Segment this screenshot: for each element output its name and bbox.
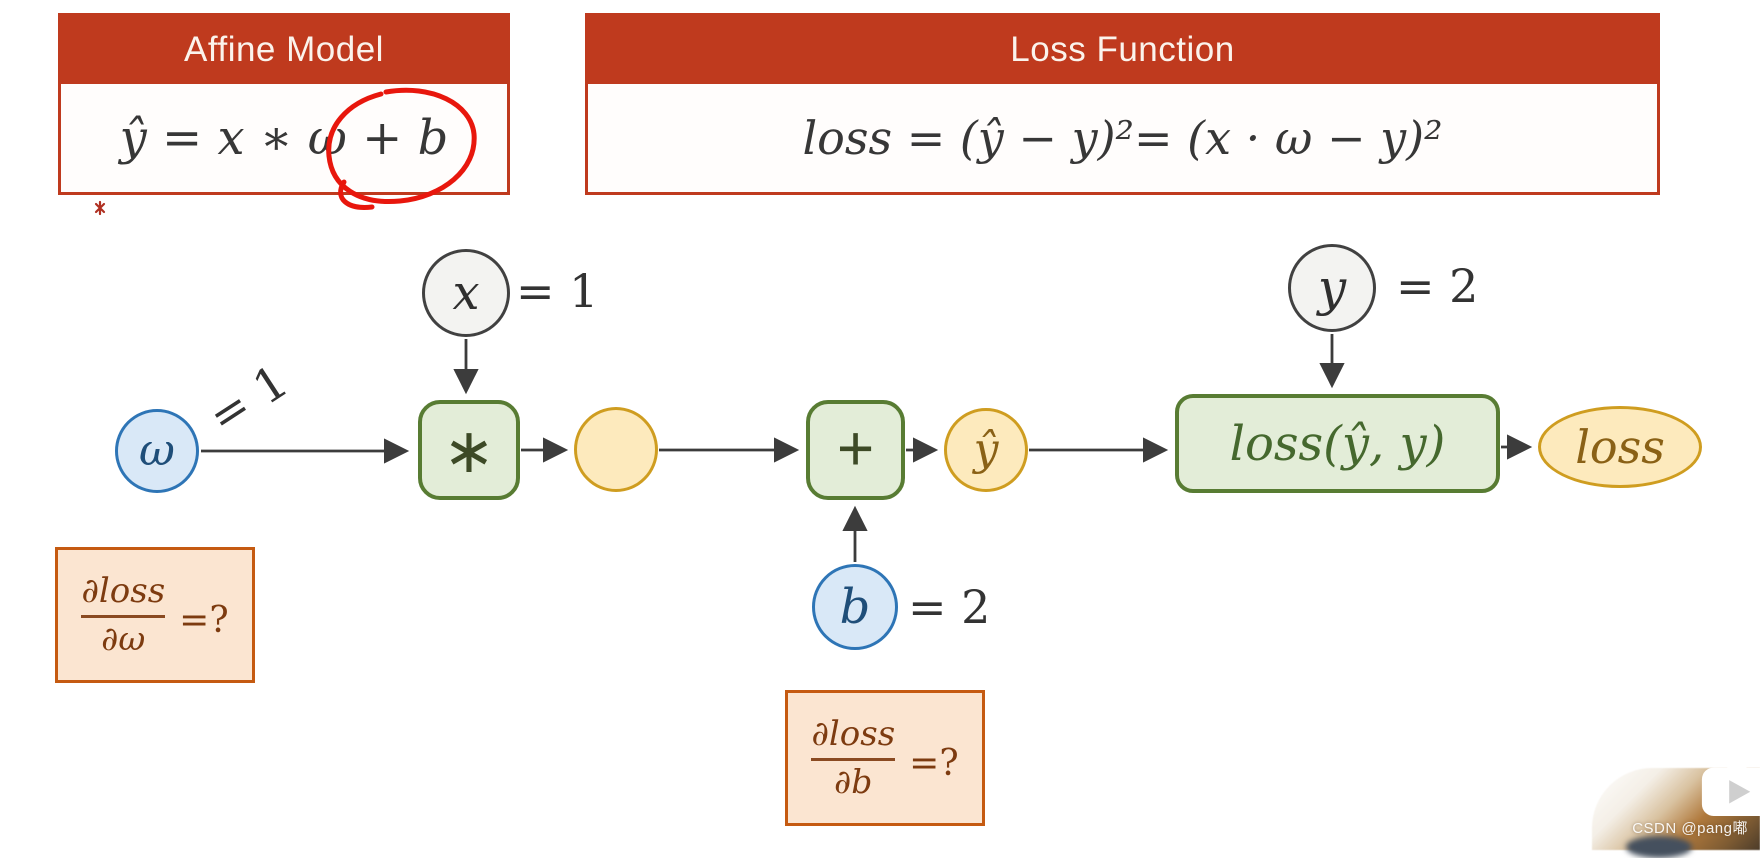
equals-question-mark: =? [909, 742, 959, 784]
node-add-op: + [806, 400, 905, 500]
multiply-op-label: ∗ [443, 417, 495, 486]
fraction-dloss-domega: ∂loss ∂ω [81, 570, 166, 658]
node-omega-label: ω [139, 425, 175, 476]
fraction-dloss-db: ∂loss ∂b [811, 713, 896, 801]
node-b: b [812, 564, 898, 650]
loss-function-node-label: loss(ŷ, y) [1229, 415, 1446, 472]
node-x: x [422, 249, 510, 337]
affine-model-formula: ŷ = x ∗ ω + b [119, 110, 449, 166]
affine-model-title: Affine Model [61, 16, 507, 84]
node-y: y [1288, 244, 1376, 332]
node-x-label: x [452, 265, 480, 321]
csdn-watermark: CSDN @pang嘟 [1632, 820, 1748, 837]
corner-photo-shadow [1626, 836, 1692, 858]
node-y-hat-label: ŷ [973, 424, 999, 475]
loss-function-panel: Loss Function loss = (ŷ − y)²= (x · ω − … [585, 13, 1660, 195]
node-y-hat: ŷ [944, 408, 1028, 492]
affine-model-panel: Affine Model ŷ = x ∗ ω + b [58, 13, 510, 195]
node-loss-output: loss [1538, 406, 1702, 488]
b-value-label: = 2 [908, 580, 991, 634]
fraction-bar [811, 757, 896, 761]
node-loss-function: loss(ŷ, y) [1175, 394, 1500, 493]
y-value-label: = 2 [1396, 259, 1479, 313]
small-red-x-mark [94, 200, 106, 216]
loss-output-label: loss [1575, 420, 1665, 474]
node-multiply-op: ∗ [418, 400, 520, 500]
loss-function-title: Loss Function [588, 16, 1657, 84]
gradient-question-omega: ∂loss ∂ω =? [55, 547, 255, 683]
node-b-label: b [839, 579, 871, 635]
loss-function-formula: loss = (ŷ − y)²= (x · ω − y)² [802, 111, 1443, 165]
node-intermediate-result [574, 407, 658, 492]
x-value-label: = 1 [516, 264, 599, 318]
node-y-label: y [1317, 259, 1347, 317]
add-op-label: + [836, 412, 875, 484]
fraction-bar [81, 614, 166, 618]
equals-question-mark: =? [179, 599, 229, 641]
gradient-question-b: ∂loss ∂b =? [785, 690, 985, 826]
node-omega: ω [115, 409, 199, 493]
tv-play-icon [1698, 747, 1760, 825]
omega-value-label: = 1 [198, 353, 298, 445]
